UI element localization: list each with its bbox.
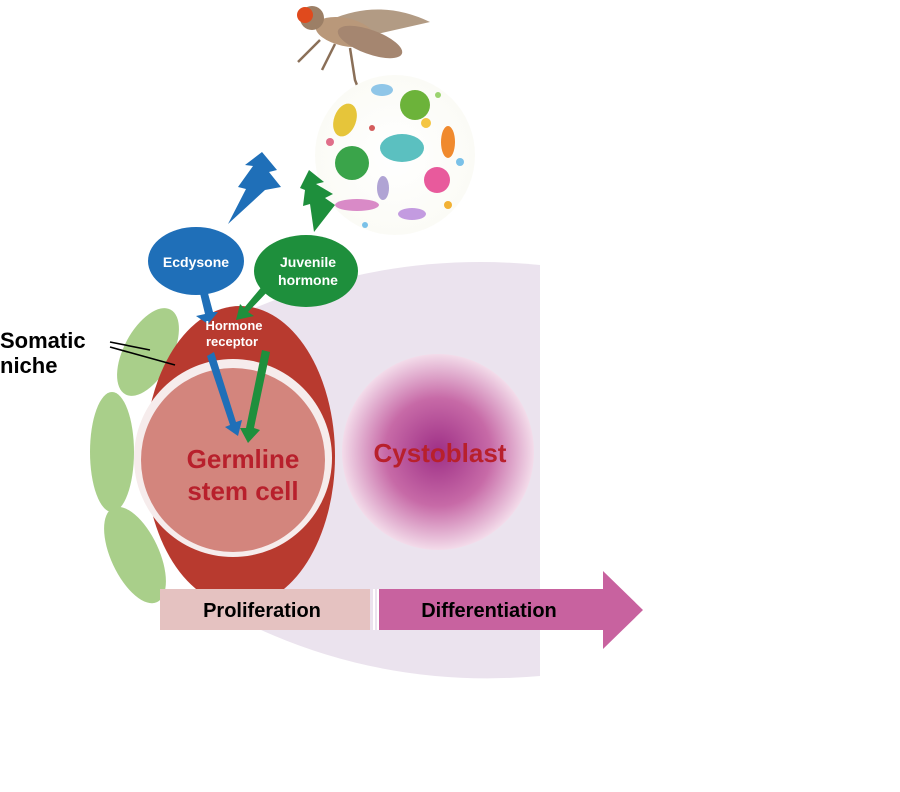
germline-stem-cell-label: Germline <box>187 444 300 474</box>
lightning-bolt-icon <box>228 152 281 224</box>
juvenile-hormone-arrows <box>236 284 270 443</box>
hormone-receptor-label: Hormone <box>205 318 262 333</box>
germline-stem-cell <box>141 368 325 552</box>
microbiome-icon <box>315 75 475 235</box>
hormone-receptor-label-2: receptor <box>206 334 258 349</box>
differentiation-arrow <box>378 571 643 649</box>
somatic-niche-label-2: niche <box>0 353 57 378</box>
niche-cell <box>90 392 134 512</box>
lightning-bolt-icon <box>300 170 335 232</box>
juvenile-hormone-bubble <box>254 235 358 307</box>
cystoblast-label: Cystoblast <box>374 438 507 468</box>
somatic-niche-label: Somatic <box>0 328 86 353</box>
differentiation-label: Differentiation <box>421 600 557 622</box>
germline-stem-cell-label-2: stem cell <box>187 476 298 506</box>
proliferation-label: Proliferation <box>203 600 321 622</box>
cystoblast-cell <box>342 354 534 550</box>
juvenile-hormone-label-2: hormone <box>278 272 338 288</box>
ecdysone-bubble <box>148 227 244 295</box>
niche-cell <box>104 506 166 604</box>
niche-leader-lines <box>109 341 176 366</box>
niche-cell <box>117 308 179 396</box>
juvenile-hormone-label: Juvenile <box>280 254 336 270</box>
ecdysone-label: Ecdysone <box>163 254 229 270</box>
somatic-niche-cells <box>90 308 179 604</box>
proliferation-bar <box>160 589 370 630</box>
